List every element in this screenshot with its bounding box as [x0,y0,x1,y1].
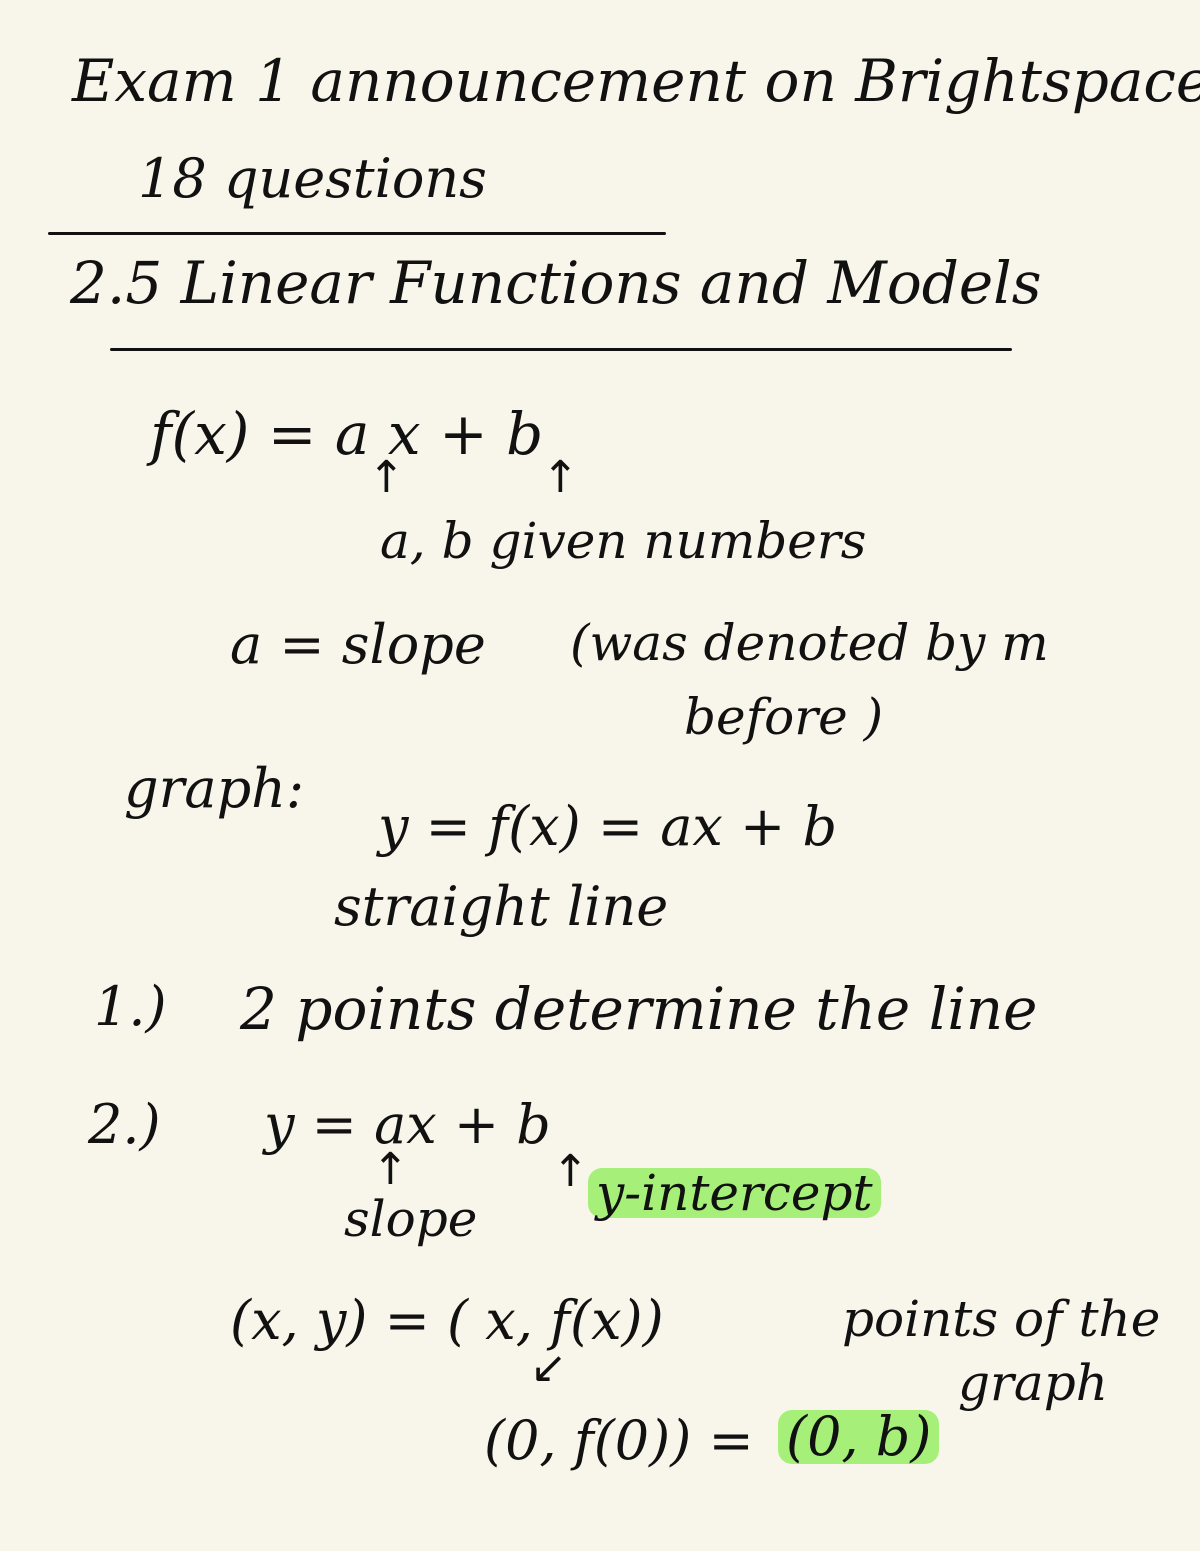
given-numbers-note: a, b given numbers [380,512,867,570]
points-equation: (x, y) = ( x, f(x)) [230,1289,664,1352]
arrow-up-icon: ↑ [372,1144,409,1195]
graph-equation: y = f(x) = ax + b [378,795,838,858]
points-label-line2: graph [958,1354,1108,1412]
arrow-up-icon: ↑ [542,452,579,503]
item-2-equation: y = ax + b [264,1093,551,1156]
linear-function-formula: f(x) = a x + b [150,400,544,468]
arrow-up-icon: ↑ [552,1146,589,1197]
section-title-underline [110,348,1012,351]
slope-definition: a = slope [230,613,486,676]
graph-label: graph: [124,757,305,820]
y-intercept-label: y-intercept [588,1168,881,1218]
question-count: 18 questions [138,147,487,210]
divider-top [48,232,666,235]
item-1-text: 2 points determine the line [240,975,1038,1043]
announcement-line: Exam 1 announcement on Brightspace [72,47,1200,115]
section-title: 2.5 Linear Functions and Models [70,249,1042,317]
arrow-up-icon: ↑ [368,452,405,503]
zero-equation: (0, f(0)) = [484,1409,754,1472]
arrow-down-left-icon: ↙ [530,1342,567,1393]
item-2-number: 2.) [88,1093,161,1156]
straight-line-label: straight line [334,875,669,938]
slope-label: slope [344,1190,478,1248]
points-label-line1: points of the [842,1290,1161,1348]
item-1-number: 1.) [94,975,167,1038]
y-intercept-point: (0, b) [778,1410,940,1464]
slope-note-line1: (was denoted by m [570,614,1049,672]
slope-note-line2: before ) [684,688,884,746]
